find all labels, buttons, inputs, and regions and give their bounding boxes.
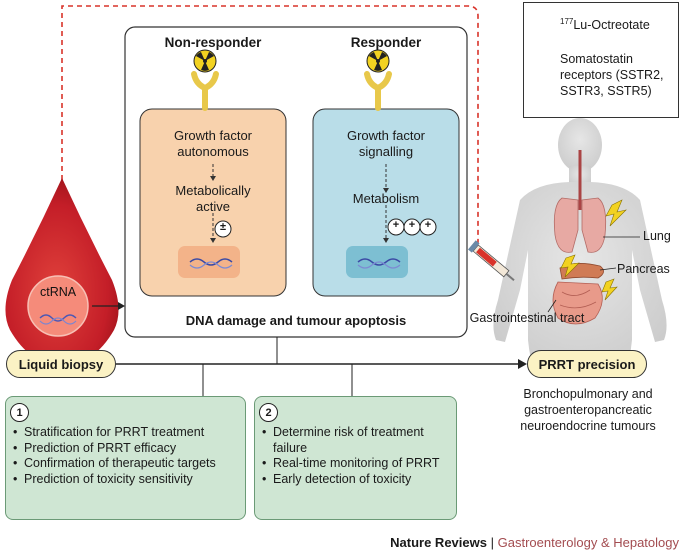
box1-number: 1: [10, 403, 29, 422]
box1-item: Prediction of toxicity sensitivity: [12, 472, 244, 488]
syringe-icon: [468, 240, 515, 281]
prrt-precision-label: PRRT precision: [538, 356, 636, 372]
nonresponder-title: Non-responder: [164, 35, 262, 50]
box2-number: 2: [259, 403, 278, 422]
lung-icon: [553, 150, 607, 253]
box1-item: Stratification for PRRT treatment: [12, 425, 244, 441]
box2-item: Determine risk of treatment failure: [261, 425, 451, 456]
responder-text1: Growth factor signalling: [346, 128, 426, 159]
legend-label-receptors: Somatostatin receptors (SSTR2, SSTR3, SS…: [560, 52, 664, 98]
nonresponder-text2: Metabolically active: [175, 183, 251, 214]
nonresponder-badge: ±: [219, 221, 227, 233]
footer: Nature Reviews | Gastroenterology & Hepa…: [390, 535, 679, 550]
gi-label: Gastrointestinal tract: [469, 311, 585, 325]
footer-journal: Nature Reviews: [390, 535, 487, 550]
responder-badge-1: +: [392, 219, 400, 231]
lung-label: Lung: [643, 229, 671, 243]
footer-separator: |: [490, 535, 494, 550]
main-caption: DNA damage and tumour apoptosis: [185, 313, 407, 328]
responder-title: Responder: [350, 35, 422, 50]
ctrna-cell: [27, 275, 89, 337]
ctrna-label: ctRNA: [40, 285, 77, 299]
gi-tract-icon: [552, 281, 603, 325]
liquid-biopsy-label: Liquid biopsy: [18, 356, 104, 372]
responder-badge-3: +: [424, 219, 432, 231]
nonresponder-panel: [139, 108, 287, 297]
box2-item: Real-time monitoring of PRRT: [261, 456, 451, 472]
legend-sup: 177: [560, 17, 574, 26]
blood-drop-icon: [5, 178, 119, 365]
liquid-biopsy-pill: Liquid biopsy: [6, 350, 116, 378]
pancreas-label: Pancreas: [617, 262, 670, 276]
dashed-connector: [61, 5, 479, 250]
responder-text2: Metabolism: [352, 191, 420, 206]
application-box-1: 1 Stratification for PRRT treatment Pred…: [5, 396, 246, 520]
legend-label-lutetium: Lu-Octreotate: [573, 18, 650, 33]
box1-item: Prediction of PRRT efficacy: [12, 441, 244, 457]
tumours-caption: Bronchopulmonary and gastroenteropancrea…: [520, 387, 656, 433]
box2-item: Early detection of toxicity: [261, 472, 451, 488]
footer-section: Gastroenterology & Hepatology: [497, 535, 679, 550]
application-box-2: 2 Determine risk of treatment failure Re…: [254, 396, 457, 520]
prrt-precision-pill: PRRT precision: [527, 350, 647, 378]
lightning-icon: [560, 199, 627, 301]
nonresponder-text1: Growth factor autonomous: [173, 128, 253, 159]
legend: 177Lu-Octreotate Somatostatin receptors …: [523, 2, 679, 118]
human-body-icon: [493, 118, 667, 375]
responder-badge-2: +: [408, 219, 416, 231]
box2-list: Determine risk of treatment failure Real…: [261, 425, 451, 487]
legend-item-lutetium: 177Lu-Octreotate: [560, 17, 650, 32]
box1-item: Confirmation of therapeutic targets: [12, 456, 244, 472]
box1-list: Stratification for PRRT treatment Predic…: [12, 425, 244, 487]
